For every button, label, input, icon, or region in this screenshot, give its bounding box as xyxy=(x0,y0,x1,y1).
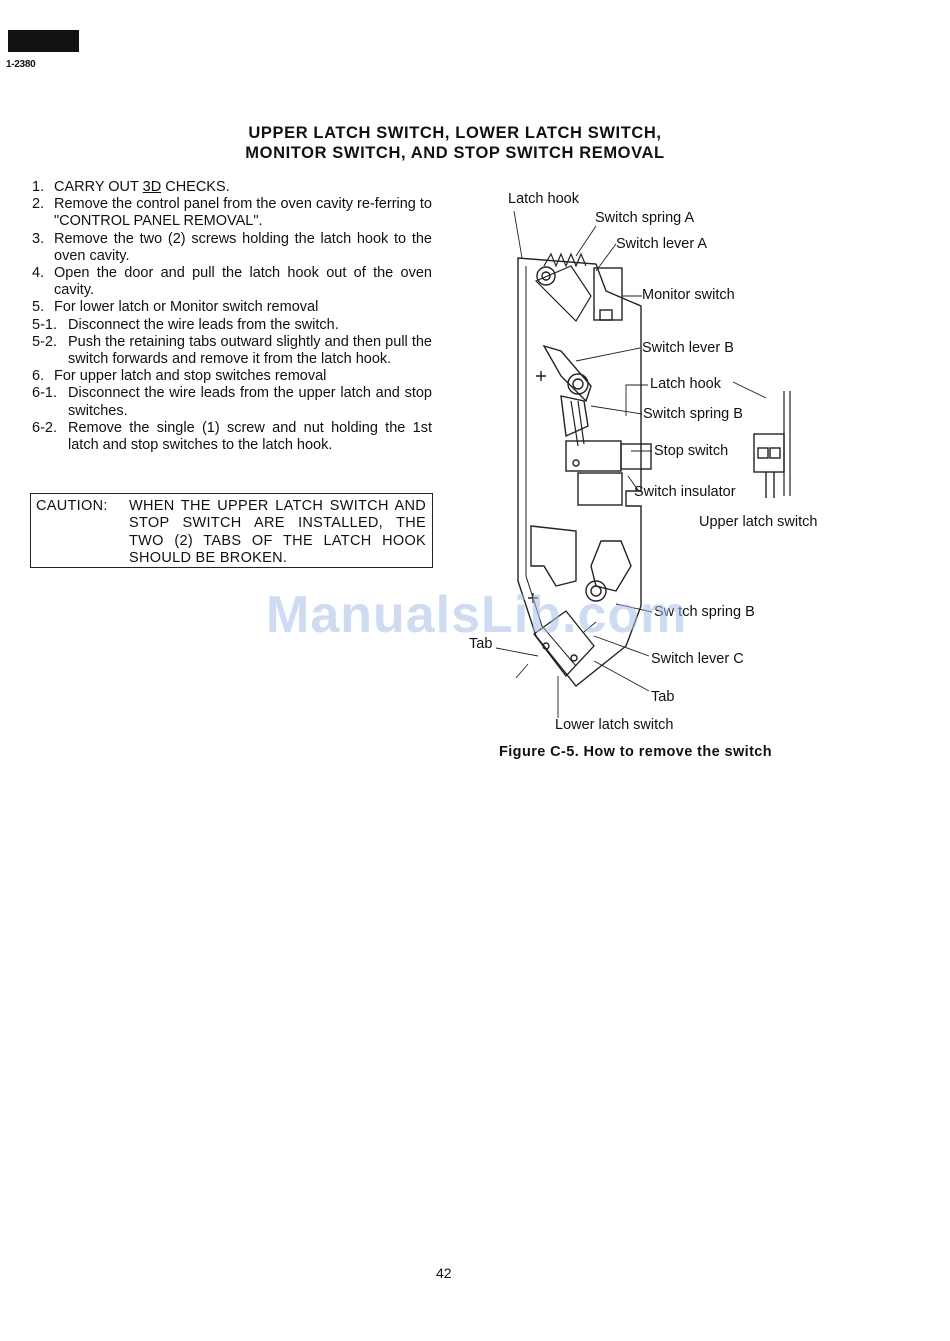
step-number: 6-2. xyxy=(32,419,57,436)
label-monitor-switch: Monitor switch xyxy=(642,287,735,303)
switch-lever-a xyxy=(534,265,592,322)
step-text-part: CHECKS. xyxy=(161,179,230,195)
page-title-line-2: MONITOR SWITCH, AND STOP SWITCH REMOVAL xyxy=(245,144,665,162)
switch-insulator-shape xyxy=(577,472,623,506)
step-item: 4. Open the door and pull the latch hook… xyxy=(32,265,432,299)
watermark: ManualsLib.com xyxy=(266,586,688,644)
step-number: 6. xyxy=(32,368,45,385)
page-title-line-1: UPPER LATCH SWITCH, LOWER LATCH SWITCH, xyxy=(248,124,662,142)
step-item: 5-2. Push the retaining tabs outward sli… xyxy=(32,334,432,368)
step-text: For lower latch or Monitor switch remova… xyxy=(54,299,319,316)
label-switch-spring-a: Switch spring A xyxy=(595,210,695,226)
latch-hook-diagram xyxy=(495,210,791,718)
step-text: For upper latch and stop switches remova… xyxy=(54,368,327,385)
step-number: 5-2. xyxy=(32,333,57,350)
caution-label: CAUTION: xyxy=(36,498,108,514)
step-number: 5-1. xyxy=(32,316,57,333)
latch-switch-figure: Latch hook Switch spring A Switch lever … xyxy=(466,186,906,746)
step-item: 5. For lower latch or Monitor switch rem… xyxy=(32,299,432,316)
step-text: Disconnect the wire leads from the switc… xyxy=(68,316,339,333)
latch-hook-inner-edge xyxy=(525,266,577,667)
label-latch-hook-mid: Latch hook xyxy=(650,376,721,392)
step-text: Disconnect the wire leads from the upper… xyxy=(68,385,432,419)
step-item: 6. For upper latch and stop switches rem… xyxy=(32,368,432,385)
label-tab-right: Tab xyxy=(651,689,675,705)
cross-mark xyxy=(536,371,546,381)
step-item: 3. Remove the two (2) screws holding the… xyxy=(32,231,432,265)
step-number: 4. xyxy=(32,265,45,282)
step-text: CARRY OUT 3D CHECKS. xyxy=(54,179,432,196)
caution-box: CAUTION: WHEN THE UPPER LATCH SWITCH AND… xyxy=(30,493,433,568)
label-stop-switch: Stop switch xyxy=(654,443,729,459)
removal-steps: 1. CARRY OUT 3D CHECKS. 2. Remove the co… xyxy=(32,179,432,454)
step-number: 2. xyxy=(32,196,45,213)
switch-lever-a-pivot xyxy=(536,266,556,286)
step-text-part: CARRY OUT xyxy=(54,179,143,195)
page-number: 42 xyxy=(436,1265,452,1281)
step-text: Open the door and pull the latch hook ou… xyxy=(54,265,432,299)
monitor-switch-shape xyxy=(593,267,623,321)
lower-latch-body xyxy=(530,525,577,587)
label-switch-lever-b: Switch lever B xyxy=(642,340,734,356)
label-switch-lever-a: Switch lever A xyxy=(616,236,708,252)
label-upper-latch-switch: Upper latch switch xyxy=(699,514,818,530)
step-text: Push the retaining tabs outward slightly… xyxy=(68,333,432,368)
label-latch-hook-top: Latch hook xyxy=(508,191,579,207)
upper-latch-switch-shape xyxy=(783,391,791,496)
model-number: 1-2380 xyxy=(6,59,36,70)
lower-latch-switch-shape xyxy=(533,610,595,678)
step-number: 6-1. xyxy=(32,385,57,402)
label-switch-spring-b: Switch spring B xyxy=(643,406,743,422)
step-item: 1. CARRY OUT 3D CHECKS. xyxy=(32,179,432,196)
switch-spring-a xyxy=(543,252,587,268)
label-lower-latch-switch: Lower latch switch xyxy=(555,717,674,733)
label-switch-lever-c: Switch lever C xyxy=(651,651,744,667)
switch-lever-b xyxy=(542,344,592,403)
step-item: 6-1. Disconnect the wire leads from the … xyxy=(32,385,432,419)
step-number: 5. xyxy=(32,299,45,316)
step-text: Remove the two (2) screws holding the la… xyxy=(54,230,432,264)
header-black-tab xyxy=(8,30,79,52)
step-item: 5-1. Disconnect the wire leads from the … xyxy=(32,317,432,334)
label-switch-spring-b-lower: Sw tch spring B xyxy=(654,604,755,620)
step-text: Remove the single (1) screw and nut hold… xyxy=(68,419,432,454)
step-item: 6-2. Remove the single (1) screw and nut… xyxy=(32,420,432,454)
step-number: 1. xyxy=(32,179,45,195)
step-item: 2. Remove the control panel from the ove… xyxy=(32,196,432,230)
step-text: Remove the control panel from the oven c… xyxy=(54,196,432,230)
switch-spring-b xyxy=(570,400,585,447)
figure-caption: Figure C-5. How to remove the switch xyxy=(499,744,773,760)
caution-text: WHEN THE UPPER LATCH SWITCH AND STOP SWI… xyxy=(129,498,426,566)
step-text-underlined: 3D xyxy=(142,179,162,195)
label-tab-left: Tab xyxy=(469,636,493,652)
stop-switch-shape xyxy=(565,440,622,472)
lower-lever xyxy=(590,540,632,592)
label-switch-insulator: Switch insulator xyxy=(634,484,736,500)
step-number: 3. xyxy=(32,230,45,247)
